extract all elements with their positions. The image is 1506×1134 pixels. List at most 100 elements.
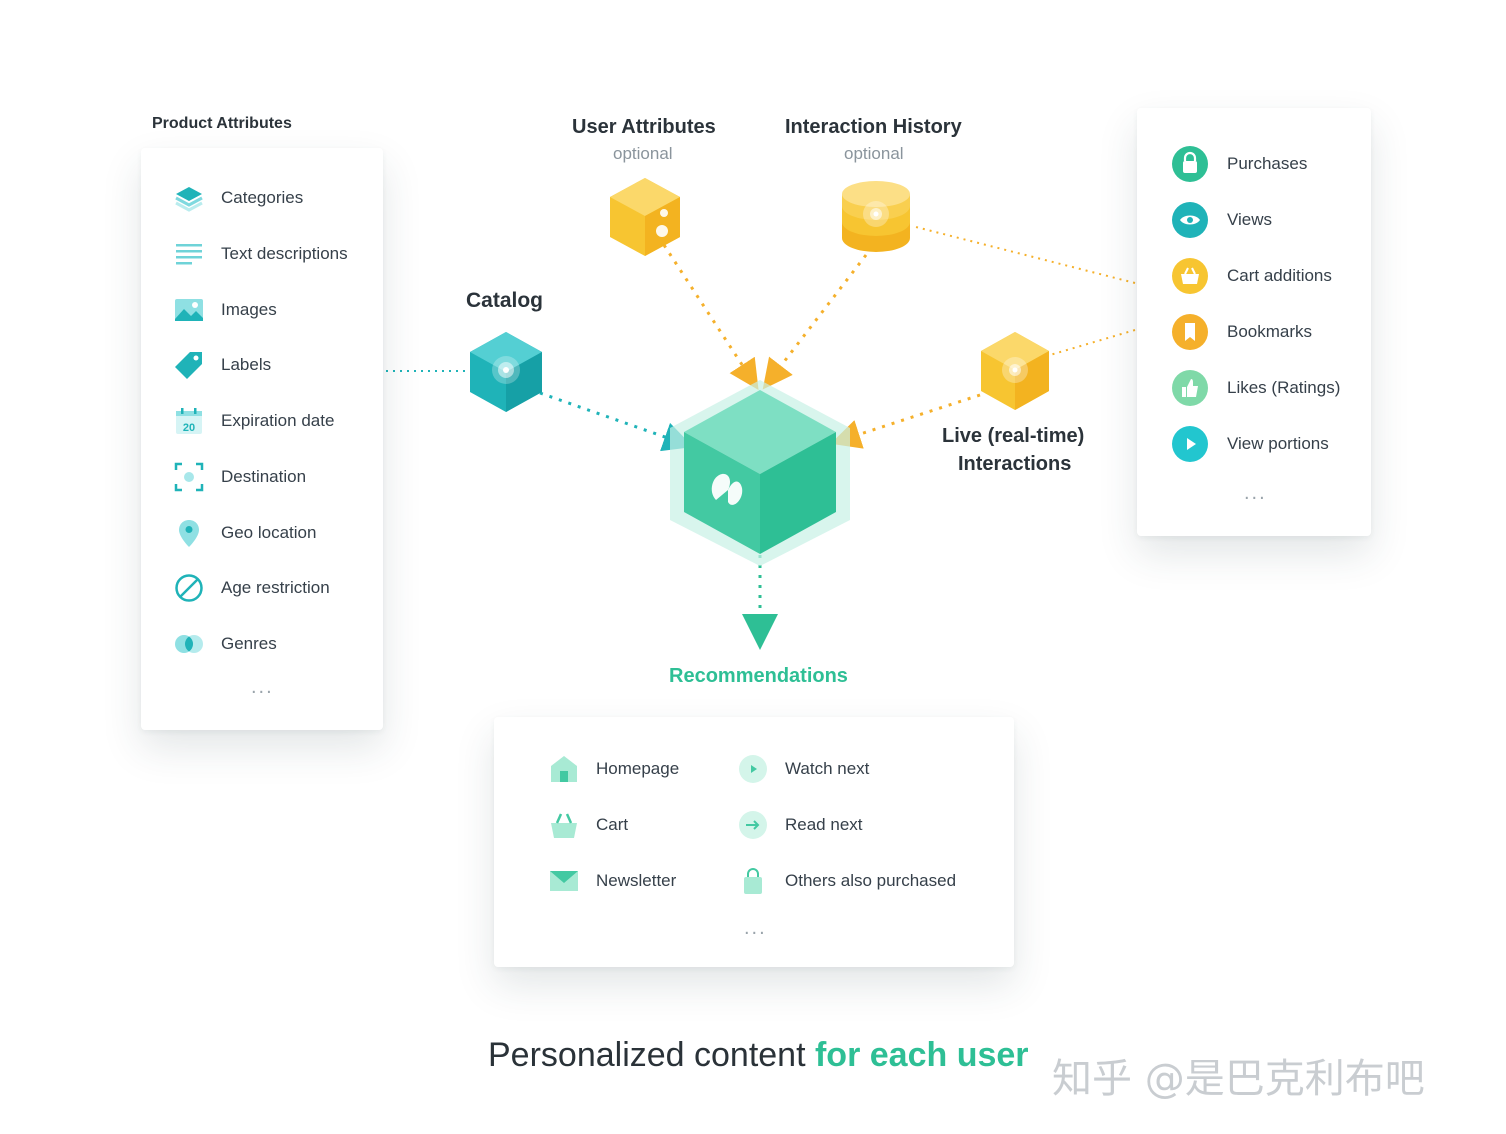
catalog-hex-icon [470, 332, 542, 412]
product-attribute-images: Images [173, 292, 277, 328]
recommendation-newsletter: Newsletter [548, 863, 676, 899]
arrow-right-icon [737, 809, 769, 841]
product-attribute-labels: Labels [173, 347, 271, 383]
interaction-label: Likes (Ratings) [1227, 378, 1341, 397]
caption-accent: for each user [814, 1036, 1029, 1074]
user-attributes-subtitle: optional [613, 144, 673, 163]
user-attributes-node [607, 176, 683, 263]
product-attribute-label: Images [221, 300, 277, 319]
tag-icon [173, 349, 205, 381]
envelope-icon [548, 865, 580, 897]
recommendation-label: Read next [785, 815, 863, 834]
interaction-label: Views [1227, 210, 1273, 229]
text-lines-icon [173, 238, 205, 270]
product-attribute-categories: Categories [173, 180, 303, 216]
product-attribute-label: Genres [221, 634, 277, 653]
recommendation-label: Watch next [785, 759, 870, 778]
overlap-circles-icon [173, 628, 205, 660]
recommendations-title: Recommendations [669, 665, 848, 687]
interaction-purchases: Purchases [1171, 146, 1307, 182]
product-attributes-title: Product Attributes [152, 115, 292, 132]
recommendations-more: ... [744, 917, 767, 939]
product-attributes-more: ... [251, 676, 274, 698]
play-icon [1171, 425, 1209, 463]
basket-icon [1171, 257, 1209, 295]
image-icon [173, 294, 205, 326]
live-interactions-title-line1: Live (real-time) [942, 425, 1085, 447]
recommendation-label: Newsletter [596, 871, 677, 890]
bookmark-icon [1171, 313, 1209, 351]
live-interactions-hex-icon [981, 332, 1049, 410]
engine-cube-icon [670, 380, 850, 566]
caption: Personalized content for each user [488, 1036, 1029, 1075]
focus-target-icon [173, 461, 205, 493]
product-attribute-label: Destination [221, 467, 307, 486]
recommendation-watch-next: Watch next [737, 751, 869, 787]
product-attribute-label: Age restriction [221, 578, 330, 597]
recommendation-homepage: Homepage [548, 751, 679, 787]
interaction-history-node [838, 178, 914, 261]
interactions-card-to-history-line [911, 225, 1136, 284]
live-interactions-title-line2: Interactions [958, 453, 1072, 475]
interactions-card-to-live-line [1049, 329, 1136, 356]
product-attribute-genres: Genres [173, 626, 277, 662]
recommendation-read-next: Read next [737, 807, 863, 843]
interaction-label: Purchases [1227, 154, 1308, 173]
recommendations-card: Homepage Cart Newsletter Watch next Read… [494, 717, 1014, 967]
catalog-node [466, 330, 546, 419]
product-attribute-expiration-date: 20 Expiration date [173, 403, 334, 439]
user-attributes-hex-icon [610, 178, 680, 256]
catalog-title: Catalog [466, 289, 544, 312]
product-attribute-destination: Destination [173, 459, 306, 495]
product-attribute-age-restriction: Age restriction [173, 570, 330, 606]
live-to-engine-line [830, 393, 981, 449]
product-attribute-label: Expiration date [221, 411, 335, 430]
interactions-card: Purchases Views Cart additions Bookmarks… [1137, 108, 1371, 536]
lock-bag-icon [1171, 145, 1209, 183]
product-attributes-card: Categories Text descriptions Images Labe… [141, 148, 383, 730]
product-attribute-label: Geo location [221, 523, 317, 542]
caption-prefix: Personalized content [488, 1036, 815, 1074]
house-icon [548, 753, 580, 785]
recommendation-label: Others also purchased [785, 871, 957, 890]
product-attribute-label: Categories [221, 188, 304, 207]
user-attributes-title: User Attributes [572, 116, 716, 138]
product-attribute-label: Text descriptions [221, 244, 348, 263]
play-icon [737, 753, 769, 785]
database-icon [842, 181, 910, 252]
watermark: 知乎 @是巴克利布吧 [1052, 1056, 1425, 1102]
recommendation-others-also-purchased: Others also purchased [737, 863, 956, 899]
interactions-more: ... [1244, 482, 1267, 504]
catalog-to-engine-line [539, 391, 694, 452]
prohibited-icon [173, 572, 205, 604]
product-attribute-text-descriptions: Text descriptions [173, 236, 348, 272]
interaction-view-portions: View portions [1171, 426, 1329, 462]
recommendation-cart: Cart [548, 807, 628, 843]
interaction-cart-additions: Cart additions [1171, 258, 1332, 294]
history-to-engine-line [762, 254, 868, 390]
recommendation-engine-cube [668, 378, 852, 573]
layers-icon [173, 182, 205, 214]
interaction-history-subtitle: optional [844, 144, 904, 163]
user-attributes-to-engine-line [662, 244, 759, 391]
recommendation-label: Homepage [596, 759, 680, 778]
product-attribute-label: Labels [221, 355, 272, 374]
interaction-bookmarks: Bookmarks [1171, 314, 1312, 350]
interaction-history-title: Interaction History [785, 116, 962, 138]
interaction-views: Views [1171, 202, 1272, 238]
live-interactions-node [978, 330, 1052, 417]
recommendation-label: Cart [596, 815, 629, 834]
interaction-label: Bookmarks [1227, 322, 1313, 341]
interaction-likes: Likes (Ratings) [1171, 370, 1340, 406]
shopping-bag-icon [737, 865, 769, 897]
interaction-label: View portions [1227, 434, 1329, 453]
thumbs-up-icon [1171, 369, 1209, 407]
basket-icon [548, 809, 580, 841]
eye-icon [1171, 201, 1209, 239]
calendar-icon: 20 [173, 405, 205, 437]
map-pin-icon [173, 517, 205, 549]
product-attribute-geo-location: Geo location [173, 515, 316, 551]
interaction-label: Cart additions [1227, 266, 1332, 285]
calendar-day-number: 20 [183, 422, 195, 434]
